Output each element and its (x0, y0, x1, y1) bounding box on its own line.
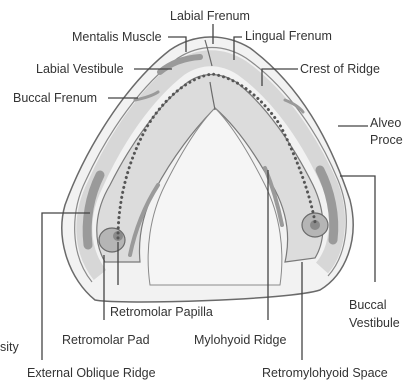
label-retromylohyoid-space: Retromylohyoid Space (262, 366, 388, 380)
label-lingual-frenum: Lingual Frenum (245, 29, 332, 43)
label-retromolar-pad: Retromolar Pad (62, 333, 150, 347)
retromolar-pad-left (99, 228, 125, 252)
label-buccal-vestibule-line1: Buccal (349, 298, 387, 312)
label-external-oblique-ridge: External Oblique Ridge (27, 366, 156, 380)
label-buccal-vestibule-line2: Vestibule (349, 316, 400, 330)
label-crest-of-ridge: Crest of Ridge (300, 62, 380, 76)
label-retromolar-papilla: Retromolar Papilla (110, 305, 213, 319)
label-labial-vestibule: Labial Vestibule (36, 62, 124, 76)
label-cut-off-left: sity (0, 340, 19, 354)
label-mylohyoid-ridge: Mylohyoid Ridge (194, 333, 286, 347)
label-alveolar-process-line1: Alveo (370, 116, 401, 130)
label-mentalis-muscle: Mentalis Muscle (72, 30, 162, 44)
label-alveolar-process-line2: Proce (370, 133, 403, 147)
label-buccal-frenum: Buccal Frenum (13, 91, 97, 105)
label-labial-frenum: Labial Frenum (170, 9, 250, 23)
